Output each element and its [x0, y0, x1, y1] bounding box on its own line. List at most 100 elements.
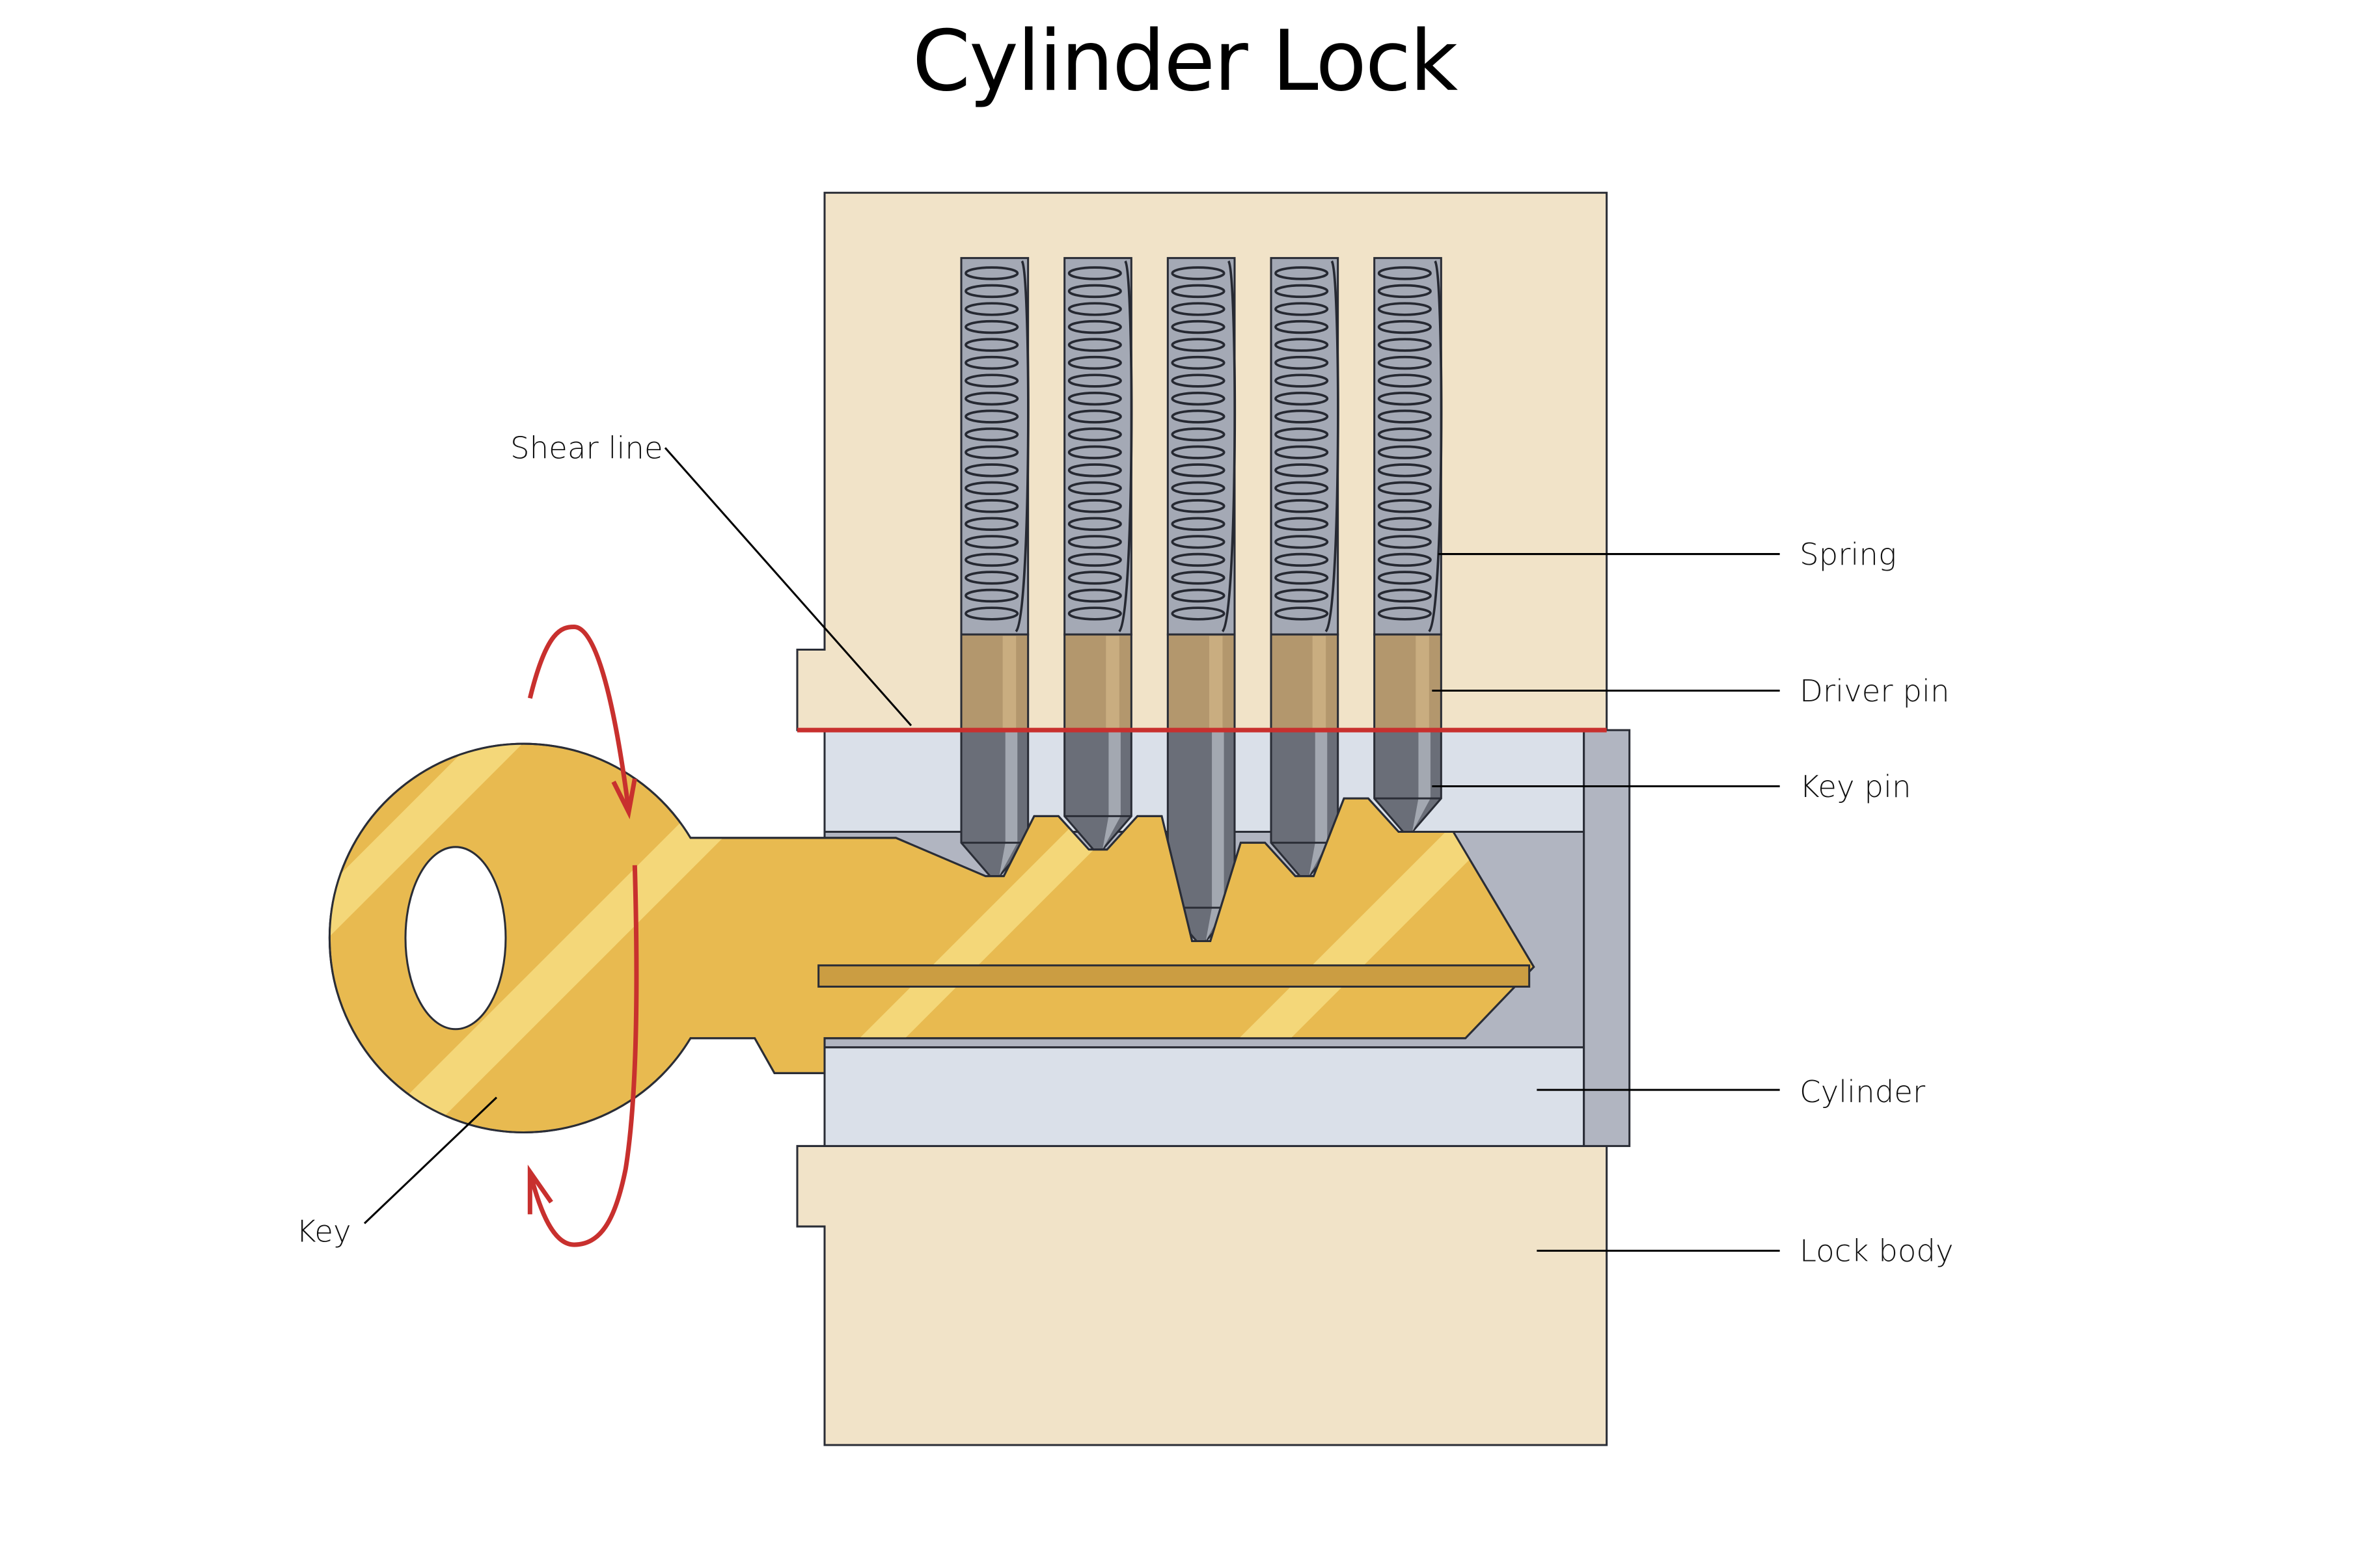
spring-coil [1067, 535, 1122, 549]
spring-coil [1171, 427, 1226, 442]
spring-coil [1274, 535, 1329, 549]
spring-coil [1274, 517, 1329, 532]
spring-coil [1274, 499, 1329, 513]
spring-coil [1274, 302, 1329, 316]
spring-coil [1274, 355, 1329, 370]
spring-coil [1274, 319, 1329, 334]
spring-coil [965, 463, 1019, 478]
spring-coil [1067, 552, 1122, 567]
key-pin-highlight [1212, 731, 1224, 908]
spring-coil [965, 588, 1019, 603]
spring-coil [965, 427, 1019, 442]
spring-coil [1171, 445, 1226, 459]
spring-wire [1428, 260, 1443, 632]
key-highlight-stripe [329, 744, 863, 1133]
cylinder-lower [823, 1046, 1585, 1147]
spring-coil [1171, 409, 1226, 424]
spring-coil [1274, 588, 1329, 603]
spring-coil [1171, 338, 1226, 352]
spring-coil [965, 571, 1019, 585]
spring-coil [1274, 338, 1329, 352]
arrow-head-top-icon [611, 778, 637, 820]
pin-stack-3 [1166, 257, 1237, 942]
spring-coil [1377, 427, 1432, 442]
spring-coil [1377, 606, 1432, 621]
spring-coil [1067, 571, 1122, 585]
pin-stack-1 [960, 257, 1030, 878]
spring-coil [1377, 391, 1432, 406]
spring-coil [1067, 445, 1122, 459]
cylinder-face [1583, 729, 1631, 1147]
spring-coil [1067, 319, 1122, 334]
spring-coil [1171, 571, 1226, 585]
spring-coil [1067, 284, 1122, 299]
driver-pin-highlight [1312, 636, 1326, 729]
driver-pin-highlight [1002, 636, 1017, 729]
key-outline [328, 742, 1535, 1133]
spring-coil [1377, 373, 1432, 388]
spring-coil [965, 445, 1019, 459]
spring-coil [1171, 606, 1226, 621]
spring-coil [1067, 427, 1122, 442]
spring-coil [1171, 373, 1226, 388]
spring-coil [1274, 391, 1329, 406]
label-key-pin: Key pin [1800, 770, 1911, 805]
spring-wire [1118, 260, 1133, 632]
label-spring: Spring [1800, 537, 1897, 573]
label-shear-line: Shear line [510, 431, 663, 466]
label-driver-pin: Driver pin [1800, 674, 1950, 709]
leader-lines [363, 447, 1780, 1252]
spring-coil [1067, 266, 1122, 280]
pin-stacks [960, 257, 1443, 942]
spring-coil [965, 499, 1019, 513]
spring-coil [965, 266, 1019, 280]
spring-coil [1377, 552, 1432, 567]
spring-coil [1274, 481, 1329, 495]
driver-pin-highlight [1106, 636, 1119, 729]
key-pin-highlight [1108, 731, 1121, 817]
key-pin-highlight [1315, 731, 1328, 843]
spring-coil [1067, 355, 1122, 370]
pin-stack-5 [1373, 257, 1443, 833]
key-ring-hole [404, 846, 507, 1031]
spring-coil [1171, 535, 1226, 549]
leader-key [363, 1096, 498, 1224]
spring-coil [965, 319, 1019, 334]
key-groove [817, 964, 1531, 988]
lock-body-lower [796, 1144, 1608, 1446]
spring-coil [1274, 427, 1329, 442]
driver-pin [1270, 633, 1339, 731]
spring-coil [965, 355, 1019, 370]
spring-coil [1377, 571, 1432, 585]
spring-coil [1274, 606, 1329, 621]
rotation-arrows [527, 625, 639, 1247]
key-pin-highlight [1418, 731, 1431, 799]
rotation-arrow-top [527, 625, 631, 811]
spring-coil [1377, 499, 1432, 513]
spring-wire [1015, 260, 1030, 632]
spring-coil [965, 391, 1019, 406]
driver-pin [1063, 633, 1132, 731]
spring-coil [965, 284, 1019, 299]
spring-coil [1274, 266, 1329, 280]
key-pin-cone-highlight [1309, 843, 1328, 876]
driver-pin-highlight [1416, 636, 1429, 729]
spring-coil [1377, 481, 1432, 495]
spring-coil [965, 535, 1019, 549]
spring-coil [1274, 463, 1329, 478]
spring-coil [1171, 517, 1226, 532]
spring-coil [1171, 319, 1226, 334]
key-pin-cone-highlight [1412, 798, 1431, 832]
driver-pin [1373, 633, 1442, 731]
spring-coil [1377, 319, 1432, 334]
spring-coil [1171, 355, 1226, 370]
spring-coil [1171, 391, 1226, 406]
spring-coil [1171, 481, 1226, 495]
spring-coil [1067, 481, 1122, 495]
key-pin-highlight [1005, 731, 1018, 843]
spring-coil [1171, 284, 1226, 299]
driver-pin [960, 633, 1030, 731]
label-cylinder: Cylinder [1800, 1075, 1926, 1110]
spring-coil [1171, 302, 1226, 316]
